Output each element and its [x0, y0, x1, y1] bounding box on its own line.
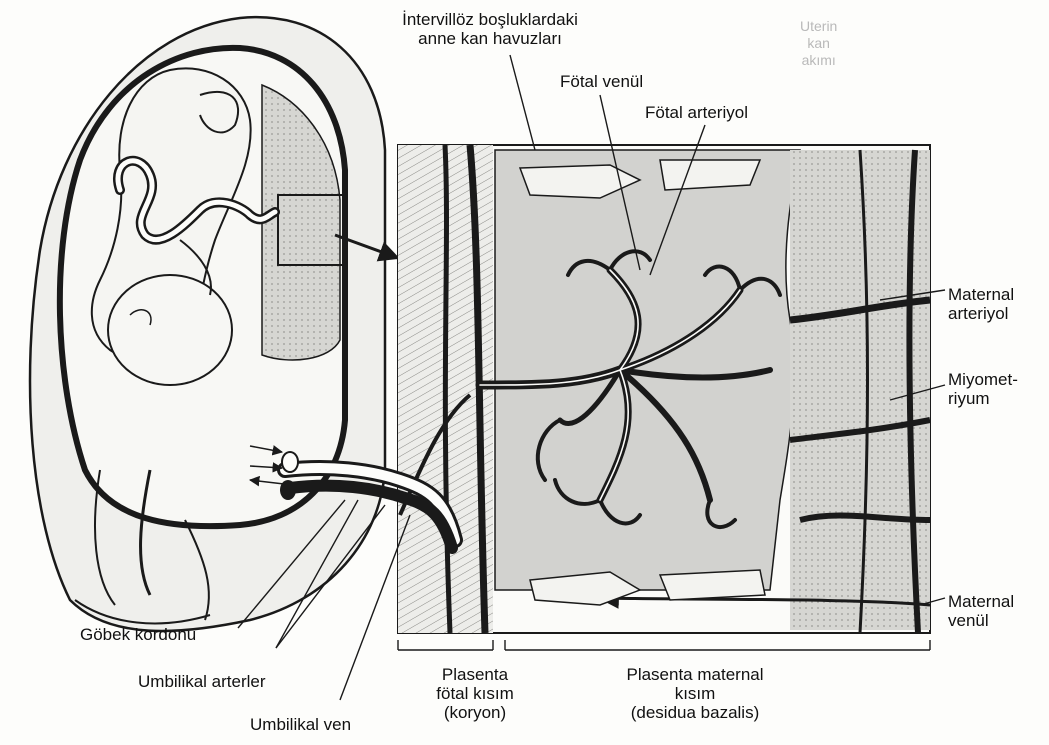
placenta-magnified-section: [398, 145, 930, 633]
label-umbilical-arteries: Umbilikal arterler: [138, 672, 266, 691]
label-myometrium: Miyomet- riyum: [948, 370, 1018, 408]
label-fetal-arteriole: Fötal arteriyol: [645, 103, 748, 122]
label-maternal-arteriole: Maternal arteriyol: [948, 285, 1014, 323]
bleed-through-text: Uterin kan akımı: [800, 18, 837, 69]
label-maternal-venule: Maternal venül: [948, 592, 1014, 630]
label-fetal-venule: Fötal venül: [560, 72, 643, 91]
label-placenta-fetal-part: Plasenta fötal kısım (koryon): [405, 665, 545, 722]
label-umbilical-cord: Göbek kordonu: [80, 625, 196, 644]
uterus-illustration: [30, 17, 385, 631]
label-maternal-blood-pools: İntervillöz boşluklardaki anne kan havuz…: [360, 10, 620, 48]
label-umbilical-vein: Umbilikal ven: [250, 715, 351, 734]
label-placenta-maternal-part: Plasenta maternal kısım (desidua bazalis…: [585, 665, 805, 722]
